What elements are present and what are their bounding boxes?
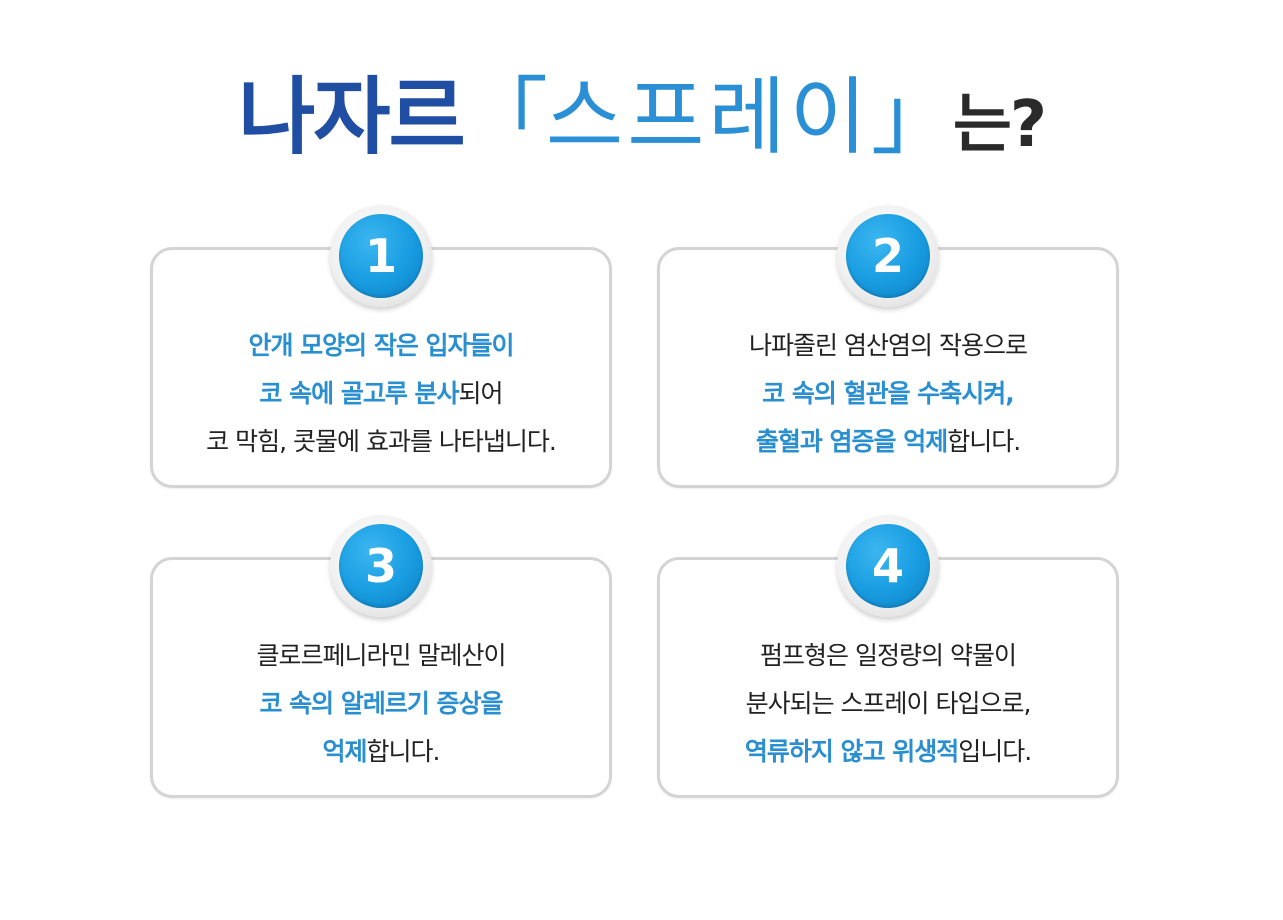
card-line: 출혈과 염증을 억제합니다. (660, 418, 1116, 466)
title-brand: 나자르 (237, 68, 466, 166)
card-line: 안개 모양의 작은 입자들이 (153, 322, 609, 370)
highlight-text: 코 속의 혈관을 수축시켜, (762, 379, 1015, 408)
highlight-text: 출혈과 염증을 억제 (755, 427, 948, 456)
highlight-text: 코 속의 알레르기 증상을 (259, 689, 503, 718)
number-badge-2-icon: 2 (846, 214, 930, 298)
title-bracket-close: 」 (870, 68, 955, 166)
card-line: 펌프형은 일정량의 약물이 (660, 632, 1116, 680)
body-text: 합니다. (366, 737, 441, 766)
card-line: 역류하지 않고 위생적입니다. (660, 728, 1116, 776)
card-line: 코 속의 알레르기 증상을 (153, 680, 609, 728)
highlight-text: 안개 모양의 작은 입자들이 (248, 331, 514, 360)
body-text: 코 막힘, 콧물에 효과를 나타냅니다. (206, 427, 557, 456)
feature-card-3: 3 클로르페니라민 말레산이 코 속의 알레르기 증상을 억제합니다. (150, 515, 612, 798)
card-line: 코 속의 혈관을 수축시켜, (660, 370, 1116, 418)
card-description: 펌프형은 일정량의 약물이 분사되는 스프레이 타입으로, 역류하지 않고 위생… (660, 632, 1116, 776)
highlight-text: 코 속에 골고루 분사 (259, 379, 459, 408)
body-text: 입니다. (958, 737, 1032, 766)
number-badge-3-icon: 3 (339, 524, 423, 608)
card-line: 분사되는 스프레이 타입으로, (660, 680, 1116, 728)
card-description: 클로르페니라민 말레산이 코 속의 알레르기 증상을 억제합니다. (153, 632, 609, 776)
card-line: 코 막힘, 콧물에 효과를 나타냅니다. (153, 418, 609, 466)
card-description: 안개 모양의 작은 입자들이 코 속에 골고루 분사되어 코 막힘, 콧물에 효… (153, 322, 609, 466)
highlight-text: 역류하지 않고 위생적 (744, 737, 959, 766)
card-line: 클로르페니라민 말레산이 (153, 632, 609, 680)
number-badge-ring: 1 (330, 205, 432, 307)
feature-card-4: 4 펌프형은 일정량의 약물이 분사되는 스프레이 타입으로, 역류하지 않고 … (657, 515, 1119, 798)
number-badge-4-icon: 4 (846, 524, 930, 608)
title-product: 스프레이 (545, 68, 871, 166)
title-suffix: 는? (952, 88, 1047, 162)
body-text: 분사되는 스프레이 타입으로, (745, 689, 1032, 718)
number-badge-1-icon: 1 (339, 214, 423, 298)
body-text: 되어 (458, 379, 504, 408)
body-text: 나파졸린 염산염의 작용으로 (749, 331, 1028, 360)
feature-card-1: 1 안개 모양의 작은 입자들이 코 속에 골고루 분사되어 코 막힘, 콧물에… (150, 205, 612, 488)
page-title: 나자르「스프레이」는? (0, 62, 1283, 180)
body-text: 합니다. (947, 427, 1021, 456)
number-badge-ring: 4 (837, 515, 939, 617)
card-line: 억제합니다. (153, 728, 609, 776)
feature-card-2: 2 나파졸린 염산염의 작용으로 코 속의 혈관을 수축시켜, 출혈과 염증을 … (657, 205, 1119, 488)
body-text: 펌프형은 일정량의 약물이 (760, 641, 1017, 670)
card-description: 나파졸린 염산염의 작용으로 코 속의 혈관을 수축시켜, 출혈과 염증을 억제… (660, 322, 1116, 466)
body-text: 클로르페니라민 말레산이 (256, 641, 507, 670)
number-badge-ring: 3 (330, 515, 432, 617)
highlight-text: 억제 (322, 737, 368, 766)
title-bracket-open: 「 (463, 68, 548, 166)
card-line: 코 속에 골고루 분사되어 (153, 370, 609, 418)
card-line: 나파졸린 염산염의 작용으로 (660, 322, 1116, 370)
number-badge-ring: 2 (837, 205, 939, 307)
